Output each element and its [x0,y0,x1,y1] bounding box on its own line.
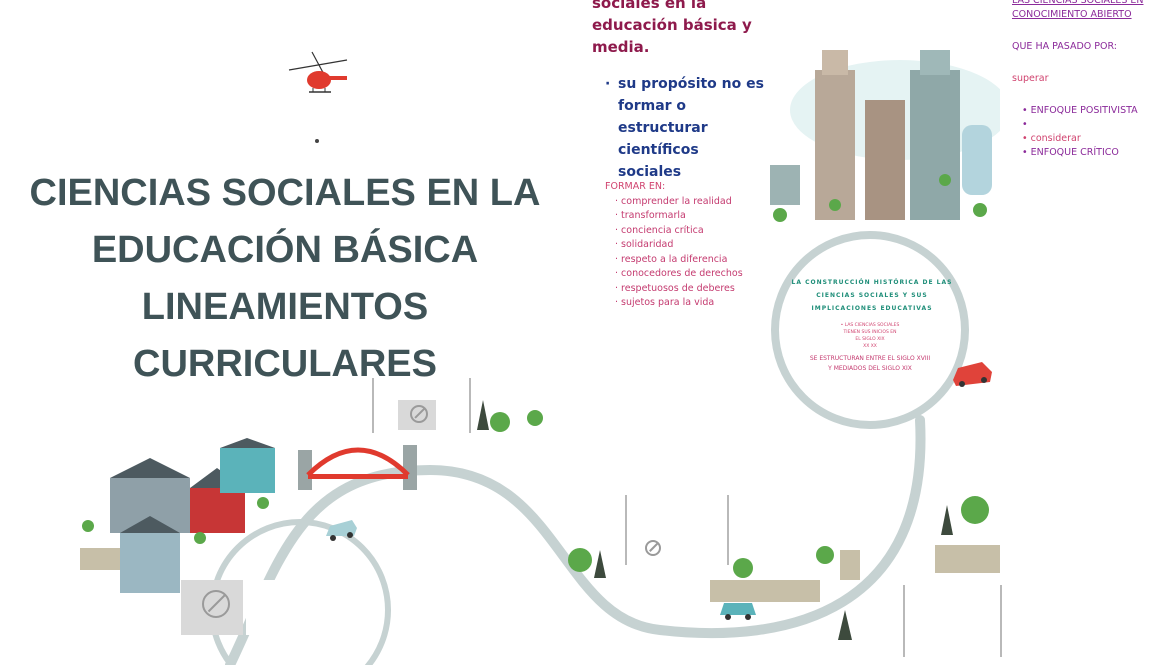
circle-small-line-4: XX XX [863,344,877,349]
circle-mid-line-1: SE ESTRUCTURAN ENTRE EL SIGLO XVIII [809,355,931,362]
bullet-icon: · [605,76,611,92]
right-superar: superar [1012,73,1049,84]
list-item: considerar [1022,132,1160,146]
list-item: comprender la realidad [615,195,743,210]
city-skyline-illustration [770,50,1000,222]
title-line-2: EDUCACIÓN BÁSICA [91,229,479,271]
purpose-line-3: estructurar [618,120,708,136]
trees-illustration [935,496,1000,573]
purpose-line-2: formar o [618,98,687,114]
right-line-1: LAS CIENCIAS SOCIALES EN [1012,0,1144,6]
walls-and-trees-illustration [568,546,860,640]
circle-title: LA CONSTRUCCIÓN HISTÓRICA DE LAS CIENCIA… [782,276,962,315]
trees-illustration [477,400,543,432]
formar-heading: FORMAR EN: [605,181,666,192]
note-frame [372,378,471,433]
houses-illustration [80,438,275,593]
list-item: conciencia crítica [615,224,743,239]
title-line-4: CURRICULARES [133,343,437,385]
intro-line-3: media. [592,38,650,56]
list-item: transformarla [615,209,743,224]
note-text-block [246,580,356,635]
circle-mid-line-2: Y MEDIADOS DEL SIGLO XIX [828,365,912,372]
list-item: ENFOQUE CRÍTICO [1022,146,1160,160]
circle-small-line-2: TIENEN SUS INICIOS EN [843,330,897,335]
page-title: CIENCIAS SOCIALES EN LA EDUCACIÓN BÁSICA… [0,165,570,393]
title-line-1: CIENCIAS SOCIALES EN LA [29,172,541,214]
circle-title-line-3: IMPLICACIONES EDUCATIVAS [811,305,933,312]
no-image-icon [410,405,428,423]
purpose-line-4: científicos sociales [618,142,699,180]
note-frame [625,495,729,565]
list-item [1022,118,1160,132]
no-image-icon [645,540,661,556]
intro-line-1: sociales en la [592,0,707,12]
bridge-illustration [298,445,417,490]
car-icon [953,362,992,387]
right-question: QUE HA PASADO POR: [1012,41,1117,52]
circle-small-line-1: • LAS CIENCIAS SOCIALES [840,323,900,328]
circle-small-line-3: EL SIGLO XIX [855,337,885,342]
intro-line-2: educación básica y [592,16,752,34]
car-icon [720,603,756,620]
circle-mid-text: SE ESTRUCTURAN ENTRE EL SIGLO XVIII Y ME… [780,354,960,374]
intro-text: sociales en la educación básica y media. [592,0,752,58]
list-item: ENFOQUE POSITIVISTA [1022,104,1160,118]
dot-marker [315,139,319,143]
list-item: sujetos para la vida [615,296,743,311]
helicopter-icon [288,51,348,93]
right-column: LAS CIENCIAS SOCIALES EN CONOCIMIENTO AB… [1012,0,1160,160]
right-line-2: CONOCIMIENTO ABIERTO [1012,9,1132,20]
circle-title-line-1: LA CONSTRUCCIÓN HISTÓRICA DE LAS [791,279,953,286]
formar-list: FORMAR EN: comprender la realidad transf… [605,180,743,311]
car-icon [326,520,357,541]
no-image-icon [202,590,230,618]
list-item: solidaridad [615,238,743,253]
title-line-3: LINEAMIENTOS [141,286,429,328]
purpose-line-1: su propósito no es [618,76,764,92]
circle-small-text: • LAS CIENCIAS SOCIALES TIENEN SUS INICI… [805,322,935,350]
list-item: conocedores de derechos [615,267,743,282]
list-item: respetuosos de deberes [615,282,743,297]
list-item: respeto a la diferencia [615,253,743,268]
note-frame [903,585,1002,657]
circle-title-line-2: CIENCIAS SOCIALES Y SUS [816,292,928,299]
